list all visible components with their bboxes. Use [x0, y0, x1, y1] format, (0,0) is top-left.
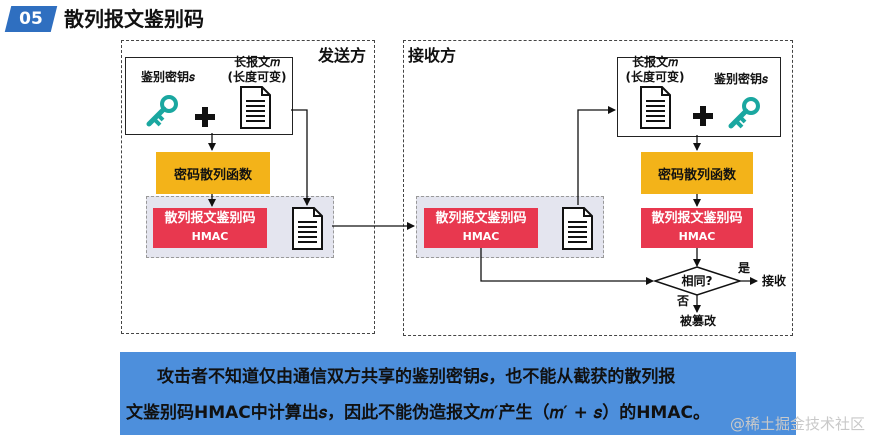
no-label: 否: [676, 294, 689, 308]
received-hmac-box: 散列报文鉴别码 HMAC: [424, 208, 538, 248]
receiver-hmac-label: 散列报文鉴别码: [651, 211, 743, 226]
sender-hmac-box: 散列报文鉴别码 HMAC: [153, 208, 267, 248]
received-message-to-input-arrow: [577, 106, 616, 205]
receiver-plus-icon: [693, 106, 713, 126]
sender-title: 发送方: [318, 46, 367, 65]
receiver-key-icon: [731, 99, 758, 127]
watermark: @稀土掘金技术社区: [729, 415, 865, 433]
received-hmac-to-decision-arrow: [480, 248, 654, 285]
yes-label: 是: [737, 261, 750, 275]
receiver-hmac-sub: HMAC: [678, 230, 716, 243]
section-number: 05: [19, 9, 43, 29]
sender-message-label-line1: 长报文𝑚: [234, 55, 280, 69]
accept-label: 接收: [761, 274, 786, 288]
receiver-message-label-line1: 长报文𝑚: [632, 55, 678, 69]
sender-hmac-sub: HMAC: [191, 230, 229, 243]
sender-message-label: 长报文𝑚 (长度可变): [222, 55, 292, 85]
sender-hmac-label: 散列报文鉴别码: [164, 211, 256, 226]
receiver-key-label: 鉴别密钥𝑠: [714, 72, 768, 86]
sender-panel: [121, 40, 375, 334]
receiver-panel: [403, 40, 793, 336]
received-hmac-sub: HMAC: [462, 230, 500, 243]
sender-message-label-line2: (长度可变): [227, 70, 287, 84]
sender-hash-function: 密码散列函数: [156, 152, 270, 194]
receiver-hmac-box: 散列报文鉴别码 HMAC: [641, 208, 753, 248]
sender-key-icon: [149, 97, 176, 125]
note-line-1: 攻击者不知道仅由通信双方共享的鉴别密钥𝑠，也不能从截获的散列报: [157, 367, 676, 387]
received-document-icon: [562, 207, 593, 250]
received-hmac-label: 散列报文鉴别码: [435, 211, 527, 226]
note-box: [120, 352, 796, 435]
receiver-hash-function: 密码散列函数: [641, 152, 753, 194]
page-title: 散列报文鉴别码: [64, 7, 204, 31]
receiver-message-label: 长报文𝑚 (长度可变): [620, 55, 690, 85]
sender-plus-icon: [195, 107, 215, 127]
receiver-message-label-line2: (长度可变): [625, 70, 685, 84]
sender-hmac-document-icon: [292, 207, 323, 250]
sender-message-to-hmac-area-arrow: [291, 109, 311, 206]
sender-key-label: 鉴别密钥𝑠: [141, 70, 195, 84]
receiver-title: 接收方: [408, 46, 457, 65]
tampered-label: 被篡改: [679, 314, 716, 328]
receiver-document-icon: [640, 86, 671, 129]
sender-document-icon: [240, 86, 271, 129]
note-line-2: 文鉴别码HMAC中计算出𝑠，因此不能伪造报文𝑚′产生（𝑚′ + 𝑠）的HMAC。: [126, 403, 710, 423]
decision-label: 相同?: [681, 274, 713, 288]
